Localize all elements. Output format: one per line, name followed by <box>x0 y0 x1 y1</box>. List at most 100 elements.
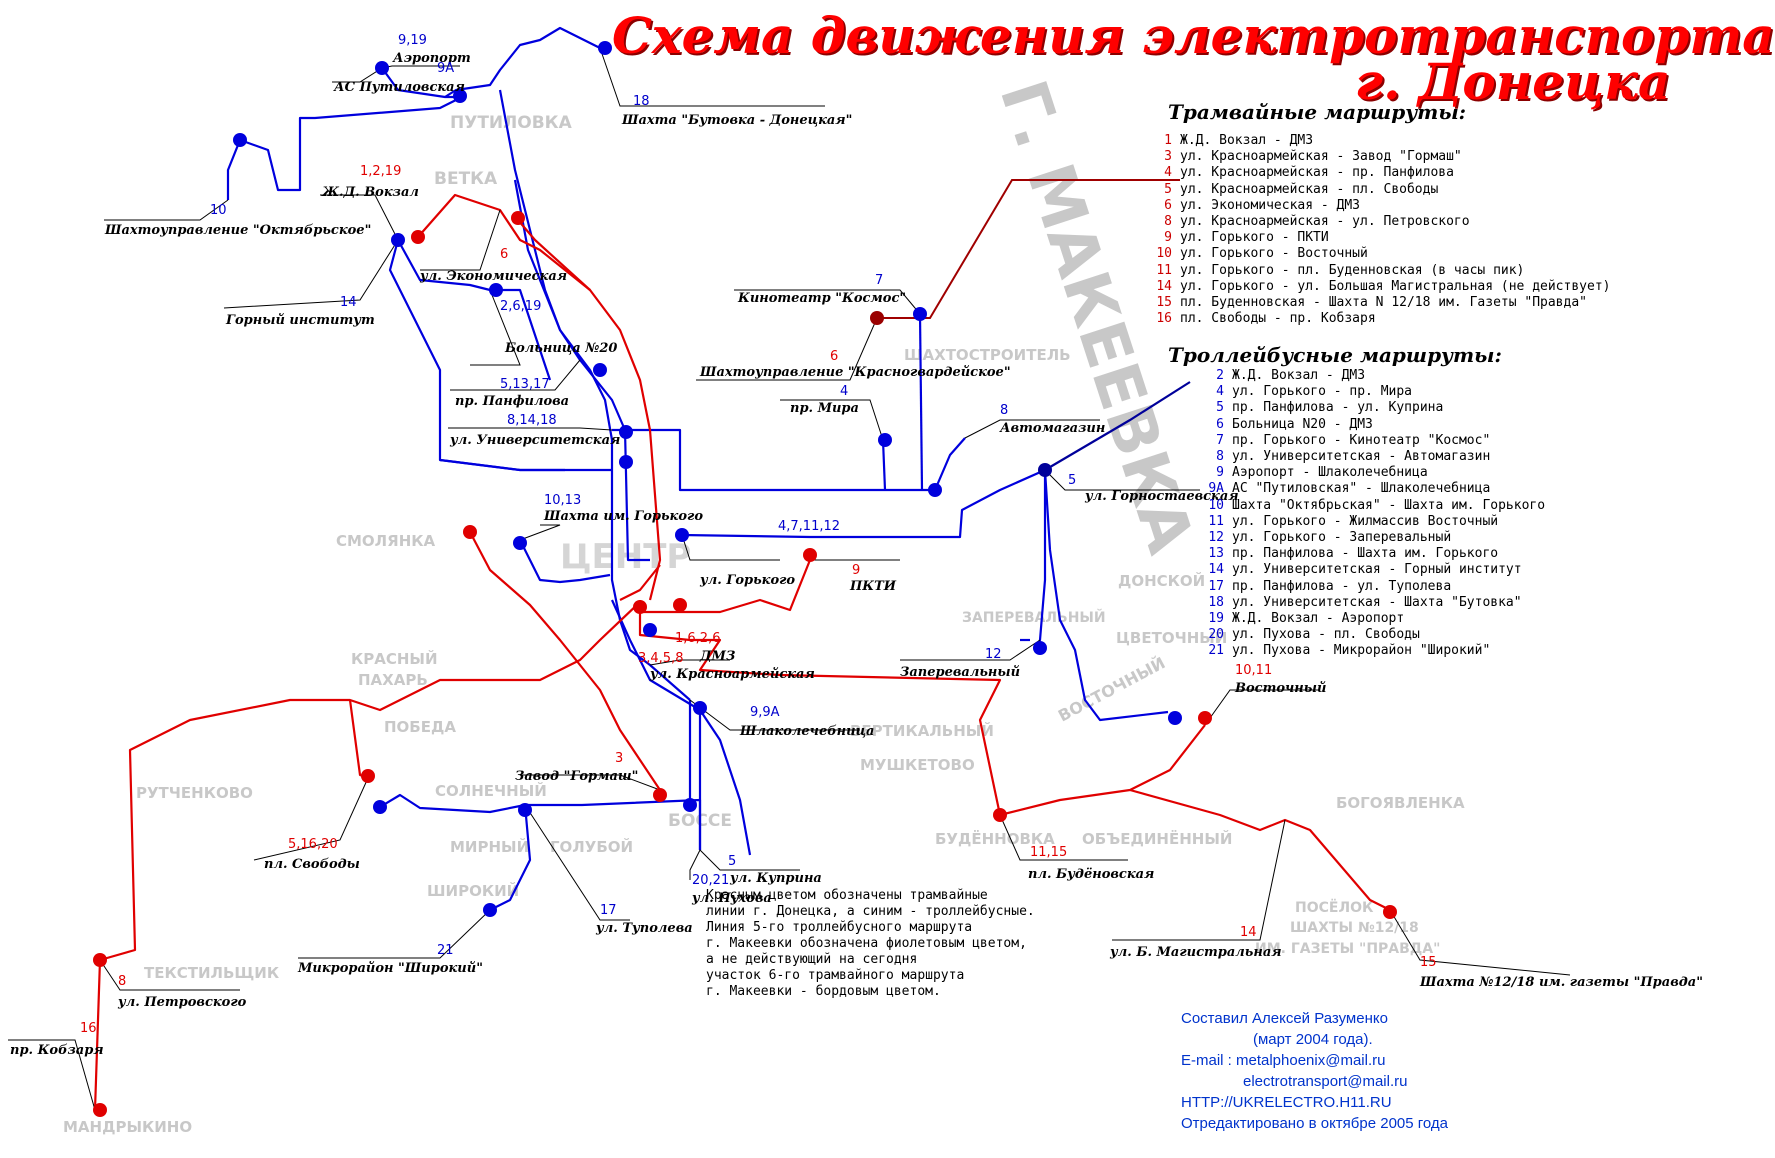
stop-kobzarya[interactable] <box>93 1103 107 1117</box>
tram-route-description: ул. Горького - Восточный <box>1180 246 1368 262</box>
tram-route-description: ул. Горького - пл. Буденновская (в часы … <box>1180 262 1525 278</box>
tram-route-number: 14 <box>1156 278 1172 294</box>
transit-map: Г. МАКЕЕВКА ПУТИЛОВКА ВЕТКА ШАХТОСТРОИТЕ… <box>8 26 1703 1136</box>
map-title-line2: г. Донецка <box>1355 52 1671 111</box>
tram-route-number: 9 <box>1164 230 1172 246</box>
routes-oktyabrskoe: 10 <box>210 203 227 218</box>
stop-vokzal-tram[interactable] <box>411 230 425 244</box>
tram-line-panfilova <box>469 531 661 791</box>
stop-krasnoarmeyskaya[interactable] <box>633 600 647 614</box>
trolley-route-number: 7 <box>1216 432 1224 448</box>
stop-krasnogvardeyskoe[interactable] <box>870 311 884 325</box>
routes-magistralnaya: 14 <box>1240 925 1257 940</box>
stop-panfilova-tram[interactable] <box>463 525 477 539</box>
stop-gorkogo-tram[interactable] <box>673 598 687 612</box>
trolley-route-description: АС "Путиловская" - Шлаколечебница <box>1232 481 1491 497</box>
stop-universitetskaya-2[interactable] <box>619 455 633 469</box>
makeevka-line <box>1044 381 1191 471</box>
tram-route-number: 1 <box>1164 133 1172 148</box>
stop-ekonomicheskaya[interactable] <box>511 211 525 225</box>
district-tekstilshchik: ТЕКСТИЛЬЩИК <box>144 964 280 982</box>
stop-svobody-tram[interactable] <box>361 769 375 783</box>
stop-dmz-trolley[interactable] <box>643 623 657 637</box>
label-shakhta-12-18: Шахта №12/18 им. газеты "Правда" <box>1419 975 1703 990</box>
credits-website[interactable]: HTTP://UKRELECTRO.H11.RU <box>1181 1094 1392 1111</box>
stop-bolnitsa-20[interactable] <box>489 283 503 297</box>
stop-universitetskaya[interactable] <box>619 425 633 439</box>
stop-oktyabrskoe[interactable] <box>233 133 247 147</box>
stop-svobody-trolley[interactable] <box>373 800 387 814</box>
trolley-route-description: ул. Университетская - Горный институт <box>1232 562 1522 578</box>
stop-vostochny-tram[interactable] <box>1198 711 1212 725</box>
routes-avtomagazin: 8 <box>1000 403 1008 418</box>
credits-email-2[interactable]: electrotransport@mail.ru <box>1243 1073 1408 1090</box>
stop-kuprina-west[interactable] <box>518 803 532 817</box>
credits-email-1[interactable]: E-mail : metalphoenix@mail.ru <box>1181 1052 1386 1069</box>
label-avtomagazin: Автомагазин <box>999 421 1105 436</box>
trolley-route-number: 18 <box>1208 594 1224 610</box>
district-tsentr: ЦЕНТР <box>560 537 691 577</box>
tram-route-number: 3 <box>1164 149 1172 165</box>
label-shlakolechebnitsa: Шлаколечебница <box>739 724 874 739</box>
stop-pkti[interactable] <box>803 548 817 562</box>
label-svobody: пл. Свободы <box>264 857 360 872</box>
stop-shlakolechebnitsa[interactable] <box>693 701 707 715</box>
district-bogoyavlenka: БОГОЯВЛЕНКА <box>1336 794 1465 812</box>
stop-shakhta-gorkogo[interactable] <box>513 536 527 550</box>
district-solnechny: СОЛНЕЧНЫЙ <box>435 781 547 800</box>
stop-gorkogo-trolley[interactable] <box>675 528 689 542</box>
stop-panfilova[interactable] <box>593 363 607 377</box>
label-budennovskaya: пл. Будёновская <box>1028 867 1154 882</box>
label-putilovskaya: АС Путиловская <box>333 80 465 95</box>
tram-route-number: 10 <box>1156 246 1172 262</box>
stop-gormash[interactable] <box>653 788 667 802</box>
routes-tupoleva: 17 <box>600 903 617 918</box>
stop-gornostaevskaya[interactable] <box>1038 463 1052 477</box>
tram-stops <box>93 211 1397 1117</box>
trolley-route-number: 6 <box>1216 416 1224 432</box>
stop-budennovskaya[interactable] <box>993 808 1007 822</box>
trolley-route-number: 2 <box>1216 368 1224 383</box>
district-smolyanka: СМОЛЯНКА <box>336 532 436 550</box>
routes-butovka: 18 <box>633 94 650 109</box>
stop-zaperevalny[interactable] <box>1033 641 1047 655</box>
trolley-line-tkachenko <box>610 599 702 850</box>
stop-mira[interactable] <box>878 433 892 447</box>
label-shakhta-gorkogo: Шахта им. Горького <box>543 509 703 524</box>
trolley-line-gornostaevskaya <box>1043 469 1169 722</box>
stop-butovka[interactable] <box>598 41 612 55</box>
district-poselok: ПОСЁЛОК <box>1295 899 1374 916</box>
trolley-route-number: 5 <box>1216 400 1224 416</box>
label-zaperevalny: Заперевальный <box>900 665 1020 680</box>
tram-line-krasnoarmeyskaya <box>93 601 641 1111</box>
trolley-line-kievsky <box>498 89 650 562</box>
stop-avtomagazin[interactable] <box>928 483 942 497</box>
tram-route-number: 6 <box>1164 197 1172 213</box>
stop-vostochny-trolley[interactable] <box>1168 711 1182 725</box>
stop-airport[interactable] <box>375 61 389 75</box>
label-magistralnaya: ул. Б. Магистральная <box>1109 945 1282 960</box>
stop-shiroky[interactable] <box>483 903 497 917</box>
tram-route-number: 15 <box>1156 295 1172 311</box>
tram-route-item: 6 ул. Экономическая - ДМЗ <box>1146 198 1610 214</box>
stop-kuprina[interactable] <box>683 798 697 812</box>
trolley-route-description: Ж.Д. Вокзал - ДМЗ <box>1232 368 1366 383</box>
tram-route-description: ул. Горького - ул. Большая Магистральная… <box>1180 278 1611 294</box>
stop-kosmos[interactable] <box>913 307 927 321</box>
tram-route-description: ул. Экономическая - ДМЗ <box>1180 197 1361 213</box>
stop-vokzal-trolley[interactable] <box>391 233 405 247</box>
stop-putilovskaya[interactable] <box>453 89 467 103</box>
stop-shakhta-12-18[interactable] <box>1383 905 1397 919</box>
stop-petrovskogo[interactable] <box>93 953 107 967</box>
routes-pkti: 9 <box>852 563 860 578</box>
label-petrovskogo: ул. Петровского <box>117 995 247 1010</box>
tram-route-item: 14 ул. Горького - ул. Большая Магистральн… <box>1146 279 1610 295</box>
